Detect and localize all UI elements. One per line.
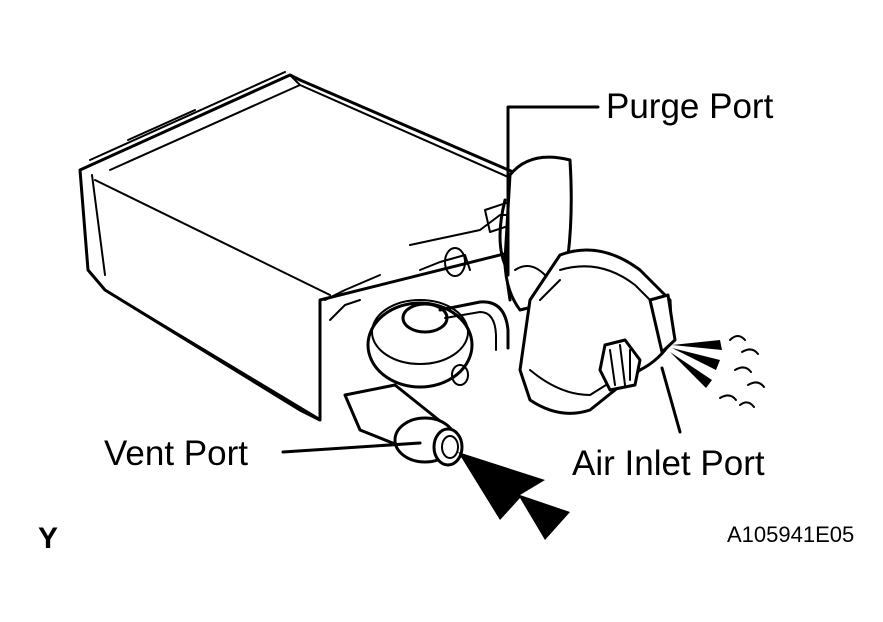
purge-port-label: Purge Port: [606, 87, 774, 126]
air-inlet-port-leader: [660, 366, 682, 434]
vent-port-tube: [343, 383, 464, 467]
purge-port-leader: [506, 105, 600, 277]
view-letter: Y: [38, 522, 58, 555]
vent-port-label: Vent Port: [104, 434, 248, 473]
vacuum-valve: [366, 299, 510, 389]
vent-port-leader: [281, 441, 422, 454]
air-flow-symbol: [670, 335, 765, 408]
air-inlet-port-label: Air Inlet Port: [572, 444, 765, 483]
charcoal-canister-body: [78, 71, 522, 422]
airflow-arrow: [458, 452, 570, 540]
figure-code: A105941E05: [727, 522, 854, 547]
leader-lines: [281, 105, 682, 454]
air-inlet-housing: [518, 248, 677, 415]
